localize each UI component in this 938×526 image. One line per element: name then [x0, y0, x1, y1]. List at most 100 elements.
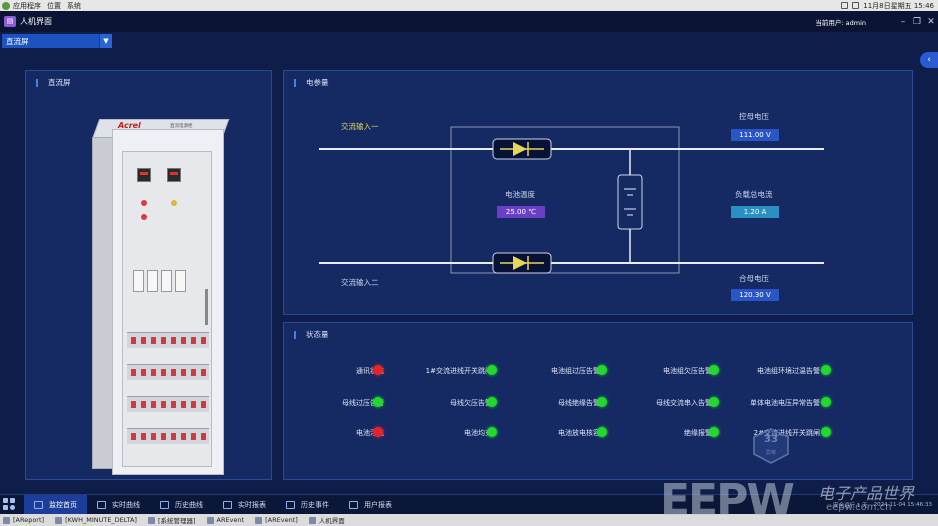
taskbar-item[interactable]: [AREvent]: [252, 516, 298, 524]
title-bar-marker: [294, 78, 296, 87]
shield-icon: [753, 428, 789, 464]
taskbar-item-label: 人机界面: [318, 517, 345, 525]
nav-history-curve-label: 历史曲线: [175, 500, 203, 509]
os-menu-system[interactable]: 系统: [67, 1, 81, 10]
status-panel-title-text: 状态量: [306, 330, 329, 339]
status-indicator-green: [709, 365, 719, 375]
status-label: 电池浮充: [356, 429, 384, 437]
realtime-curve-icon: [97, 500, 106, 509]
status-label: 电池组环境过温告警: [757, 367, 820, 375]
status-indicator-green: [597, 365, 607, 375]
eepw-watermark: EEPW 电子产品世界 eepw.com.cn: [660, 476, 938, 526]
status-indicator-red: [373, 427, 383, 437]
status-label: 母线过压告警: [342, 399, 384, 407]
window-icon: [206, 516, 214, 524]
closing-bus-voltage-value: 120.30 V: [731, 289, 779, 301]
nav-realtime-report[interactable]: 实时报表: [213, 495, 276, 515]
nav-status-area: 安全运行 1 天 2024-11-04 15:46:33: [833, 501, 938, 509]
status-label: 绝缘报警: [684, 429, 712, 437]
nav-user-report[interactable]: 用户报表: [339, 495, 402, 515]
status-label: 单体电池电压异常告警: [750, 399, 820, 407]
circuit-frame: [450, 126, 680, 274]
load-current-value: 1.20 A: [731, 206, 779, 218]
collapse-panel-button[interactable]: ‹: [920, 52, 938, 68]
os-logo-icon[interactable]: [2, 1, 10, 10]
status-indicator-green: [709, 397, 719, 407]
status-indicator-green: [709, 427, 719, 437]
alarm-text: 异常: [765, 450, 776, 456]
nav-timestamp: 2024-11-04 15:46:33: [873, 501, 932, 508]
breaker-row: [127, 364, 209, 380]
os-taskbar: [AReport] [KWH_MINUTE_DELTA] [系统管理器] ARE…: [0, 514, 938, 526]
power-panel-title-text: 电参量: [306, 78, 329, 87]
breaker-row: [127, 428, 209, 444]
nav-history-events[interactable]: 历史事件: [276, 495, 339, 515]
events-icon: [286, 500, 295, 509]
network-icon[interactable]: [841, 2, 849, 9]
cabinet-panel-title: 直流屏: [36, 77, 71, 88]
panel-meter: [137, 168, 151, 182]
window-icon: [255, 516, 263, 524]
watermark-url: eepw.com.cn: [826, 502, 892, 513]
taskbar-item[interactable]: 人机界面: [306, 515, 345, 525]
taskbar-item-label: [AREvent]: [265, 516, 298, 524]
nav-history-curve[interactable]: 历史曲线: [150, 495, 213, 515]
status-indicator-green: [821, 427, 831, 437]
os-menu-applications[interactable]: 应用程序: [13, 1, 41, 10]
nav-user-report-label: 用户报表: [364, 500, 392, 509]
status-panel: 状态量 通讯状态 1#交流进线开关跳闸 电池组过压告警 电池组欠压告警 电池组环境过温告…: [283, 322, 913, 480]
minimize-icon[interactable]: –: [900, 16, 906, 27]
diode-top-icon: [492, 138, 552, 160]
breaker-row: [127, 332, 209, 348]
nav-home[interactable]: 监控首页: [24, 494, 87, 515]
cabinet-nameplate: 直流电源柜: [170, 124, 193, 129]
close-icon[interactable]: ✕: [927, 16, 935, 27]
app-title: 人机界面: [20, 17, 52, 26]
rectifier-module: [175, 270, 186, 292]
taskbar-item[interactable]: AREvent: [204, 516, 244, 524]
circuit-diagram: [319, 126, 824, 274]
cabinet-panel-title-text: 直流屏: [48, 78, 71, 87]
battery-temp-label: 电池温度: [505, 190, 535, 199]
status-label: 电池组欠压告警: [663, 367, 712, 375]
taskbar-item-label: [KWH_MINUTE_DELTA]: [65, 516, 137, 524]
chevron-left-icon: ‹: [927, 55, 931, 65]
current-user: 当前用户: admin: [815, 18, 866, 27]
status-label: 电池放电核容: [558, 429, 600, 437]
status-label: 通讯状态: [356, 367, 384, 375]
os-clock[interactable]: 11月8日星期五 15:46: [863, 1, 934, 10]
indicator-lamp: [141, 214, 147, 220]
nav-realtime-report-label: 实时报表: [238, 500, 266, 509]
nav-realtime-curve[interactable]: 实时曲线: [87, 495, 150, 515]
taskbar-item-label: [系统管理器]: [157, 517, 196, 525]
volume-icon[interactable]: [852, 2, 860, 9]
restore-icon[interactable]: ❐: [912, 16, 922, 27]
taskbar-item[interactable]: [AReport]: [0, 516, 44, 524]
status-indicator-green: [597, 397, 607, 407]
load-current-label: 负载总电流: [735, 190, 773, 199]
app-grid-icon[interactable]: [2, 497, 18, 513]
os-menu-places[interactable]: 位置: [47, 1, 61, 10]
screen-selector-value: 直流屏: [6, 36, 29, 46]
power-panel-title: 电参量: [294, 77, 329, 88]
status-label: 1#交流进线开关跳闸: [425, 367, 492, 375]
taskbar-item-label: [AReport]: [13, 516, 45, 524]
status-label: 母线欠压告警: [450, 399, 492, 407]
taskbar-item[interactable]: [系统管理器]: [145, 515, 196, 525]
battery-icon: [617, 174, 643, 230]
os-top-bar: 应用程序 位置 系统 11月8日星期五 15:46: [0, 0, 938, 11]
title-bar-marker: [36, 78, 38, 87]
status-label: 电池组过压告警: [551, 367, 600, 375]
cabinet-brand-logo: Acrel: [118, 121, 141, 130]
ac-input-1-label: 交流输入一: [341, 122, 379, 131]
window-icon: [308, 516, 316, 524]
screen-selector[interactable]: 直流屏 ▼: [2, 34, 112, 48]
alarm-badge[interactable]: 33 异常: [752, 428, 790, 464]
taskbar-item[interactable]: [KWH_MINUTE_DELTA]: [52, 516, 137, 524]
window-icon: [147, 516, 155, 524]
report-icon: [223, 500, 232, 509]
cabinet-inner-door: [122, 151, 212, 467]
chevron-down-icon[interactable]: ▼: [99, 34, 112, 48]
bottom-navigation: 监控首页 实时曲线 历史曲线 实时报表 历史事件 用户报表 安全运行 1 天 2…: [0, 494, 938, 515]
watermark-logo: EEPW: [660, 475, 795, 526]
